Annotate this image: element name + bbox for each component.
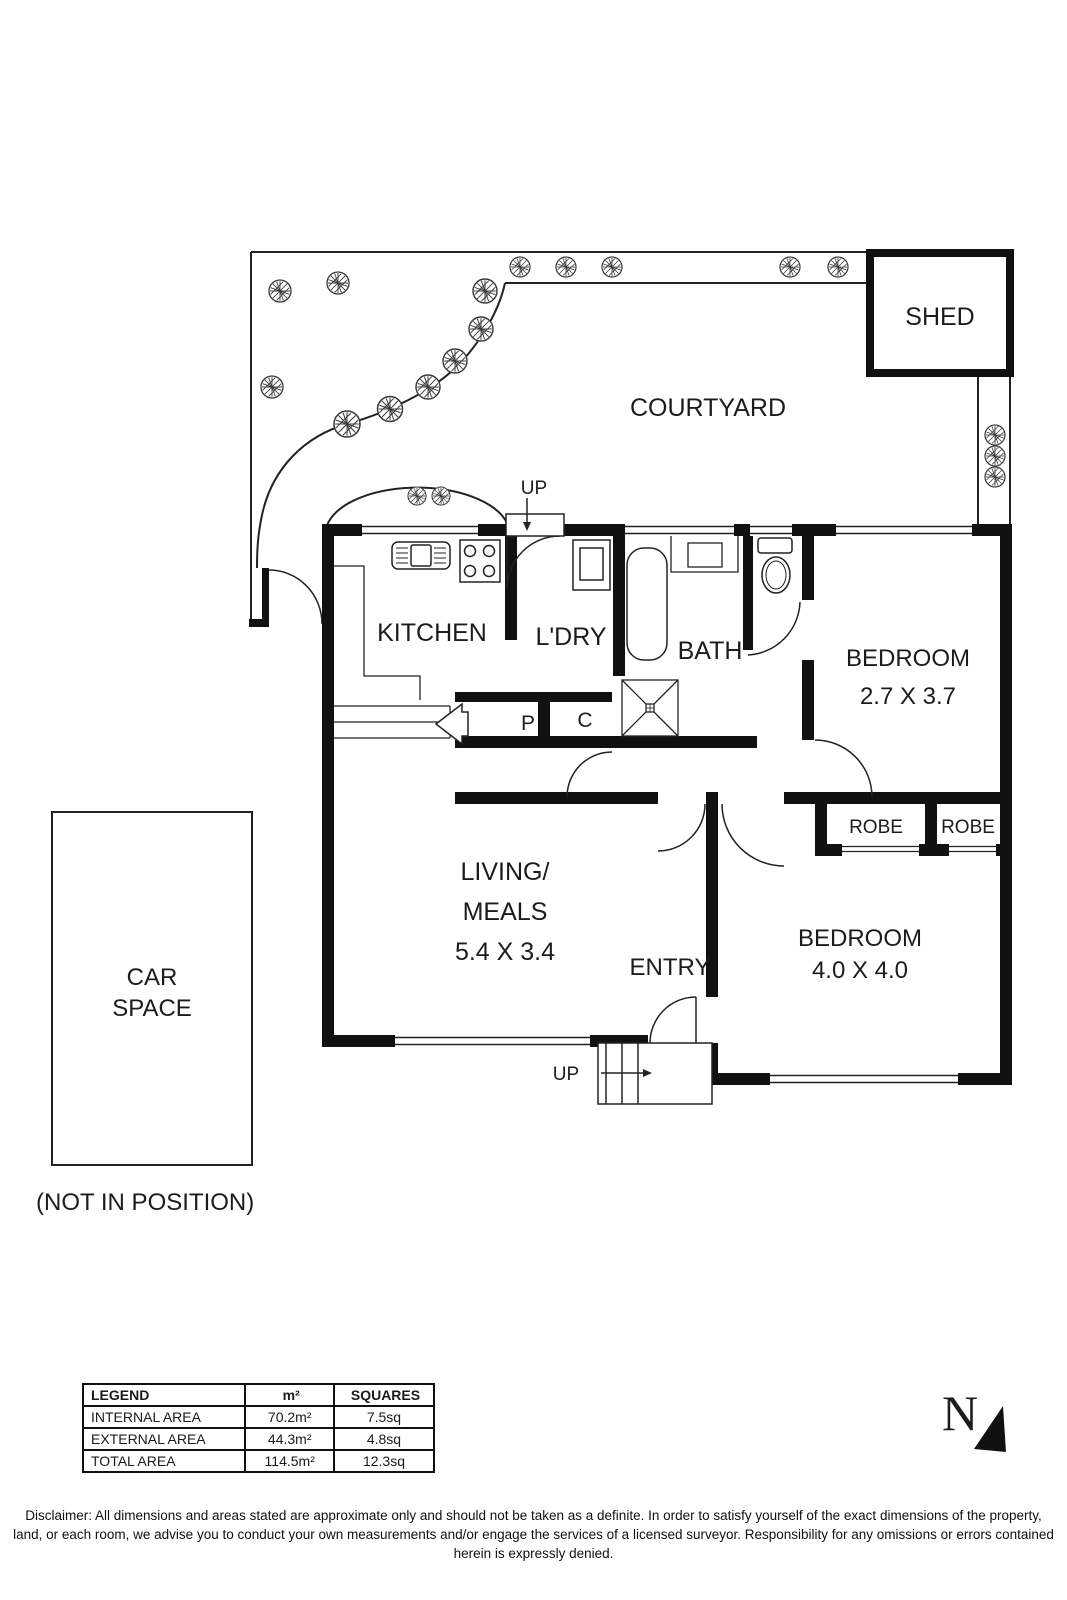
car-space: CAR SPACE (NOT IN POSITION) [36, 811, 254, 1216]
fixtures [334, 536, 996, 853]
kitchen-sink-icon [391, 541, 451, 570]
table-row: INTERNAL AREA 70.2m² 7.5sq [81, 1405, 436, 1429]
robe-sliding-doors [842, 845, 996, 853]
walls [322, 524, 1012, 1085]
area-m2: 70.2m² [244, 1405, 335, 1429]
kitchen-counter [334, 565, 451, 739]
tree-icon [333, 410, 361, 438]
kitchen-label: KITCHEN [377, 619, 487, 647]
up-label-bottom: UP [553, 1064, 579, 1085]
squares-header: SQUARES [332, 1383, 436, 1407]
wc-door-arc [747, 601, 801, 656]
bathtub-icon [626, 547, 668, 661]
tree-icon [984, 445, 1006, 467]
down-arrow-icon [523, 522, 531, 531]
stairs-top: UP [505, 478, 565, 537]
legend-header: LEGEND [81, 1383, 247, 1407]
pantry-arrow-icon [434, 702, 469, 746]
tree-icon [827, 256, 849, 278]
hall-door-arc [657, 803, 706, 852]
tree-icon [415, 374, 441, 400]
tree-icon [326, 271, 350, 295]
doors [506, 535, 873, 1044]
bedroom2-door-arc [721, 803, 785, 867]
area-squares: 4.8sq [332, 1427, 436, 1451]
legend-header-row: LEGEND m² SQUARES [81, 1383, 436, 1407]
tree-icon [260, 375, 284, 399]
room-shed: SHED [866, 249, 1014, 377]
entry-door-arc [649, 996, 697, 1044]
robe1-label: ROBE [849, 817, 903, 838]
tree-icon [555, 256, 577, 278]
bedroom2-label: BEDROOM [798, 925, 922, 952]
table-row: TOTAL AREA 114.5m² 12.3sq [81, 1449, 436, 1473]
tree-icon [431, 486, 451, 506]
area-m2: 114.5m² [244, 1449, 335, 1473]
tree-icon [268, 279, 292, 303]
shed-label: SHED [905, 303, 974, 331]
stairs-bottom: UP [553, 1042, 713, 1105]
not-in-position-note: (NOT IN POSITION) [36, 1189, 254, 1216]
entry-label: ENTRY [630, 954, 711, 981]
shower-icon [621, 679, 679, 737]
car-space-label-line2: SPACE [112, 995, 192, 1022]
stove-icon [459, 539, 501, 583]
up-label-top: UP [521, 478, 547, 499]
tree-icon [601, 256, 623, 278]
tree-icon [984, 424, 1006, 446]
garden-curve-path [256, 282, 506, 569]
cupboard-door-arc [566, 751, 613, 798]
bedroom2-dims: 4.0 X 4.0 [812, 957, 908, 984]
vanity-icon [670, 536, 739, 573]
gate-door-arc [268, 569, 323, 625]
area-name: EXTERNAL AREA [81, 1427, 247, 1451]
tree-icon [779, 256, 801, 278]
bedroom1-label: BEDROOM [846, 645, 970, 672]
north-label: N [942, 1385, 978, 1441]
courtyard-label: COURTYARD [630, 394, 786, 422]
bedroom1-door-arc [814, 739, 873, 798]
laundry-trough-icon [572, 539, 611, 591]
courtyard-gate [249, 568, 323, 627]
bedroom1-dims: 2.7 X 3.7 [860, 683, 956, 710]
robe2-label: ROBE [941, 817, 995, 838]
living-dims: 5.4 X 3.4 [455, 938, 555, 966]
room-labels: KITCHEN L'DRY BATH P C BEDROOM 2.7 X 3.7… [377, 619, 995, 984]
area-name: TOTAL AREA [81, 1449, 247, 1473]
living-label-line1: LIVING/ [461, 858, 550, 886]
tree-icon [442, 348, 468, 374]
laundry-door-arc [506, 535, 561, 590]
tree-icon [984, 466, 1006, 488]
north-needle-icon [974, 1406, 1006, 1452]
right-arrow-icon [643, 1069, 652, 1077]
bath-label: BATH [678, 637, 743, 665]
area-squares: 7.5sq [332, 1405, 436, 1429]
legend-table: LEGEND m² SQUARES INTERNAL AREA 70.2m² 7… [81, 1383, 436, 1473]
toilet-icon [757, 537, 793, 594]
tree-icon [407, 486, 427, 506]
table-row: EXTERNAL AREA 44.3m² 4.8sq [81, 1427, 436, 1451]
north-arrow: N [942, 1385, 1006, 1452]
living-label-line2: MEALS [463, 898, 548, 926]
tree-icon [472, 278, 498, 304]
garden-arch-path [325, 486, 508, 530]
tree-icon [509, 256, 531, 278]
tree-icon [376, 395, 404, 423]
car-space-label-line1: CAR [127, 964, 178, 991]
area-name: INTERNAL AREA [81, 1405, 247, 1429]
cupboard-label: C [577, 709, 592, 732]
pantry-label: P [521, 712, 535, 735]
disclaimer-text: Disclaimer: All dimensions and areas sta… [13, 1508, 1054, 1561]
tree-icon [468, 316, 494, 342]
area-m2: 44.3m² [244, 1427, 335, 1451]
m2-header: m² [244, 1383, 335, 1407]
area-squares: 12.3sq [332, 1449, 436, 1473]
laundry-label: L'DRY [535, 623, 606, 651]
courtyard-boundary [250, 251, 1011, 620]
